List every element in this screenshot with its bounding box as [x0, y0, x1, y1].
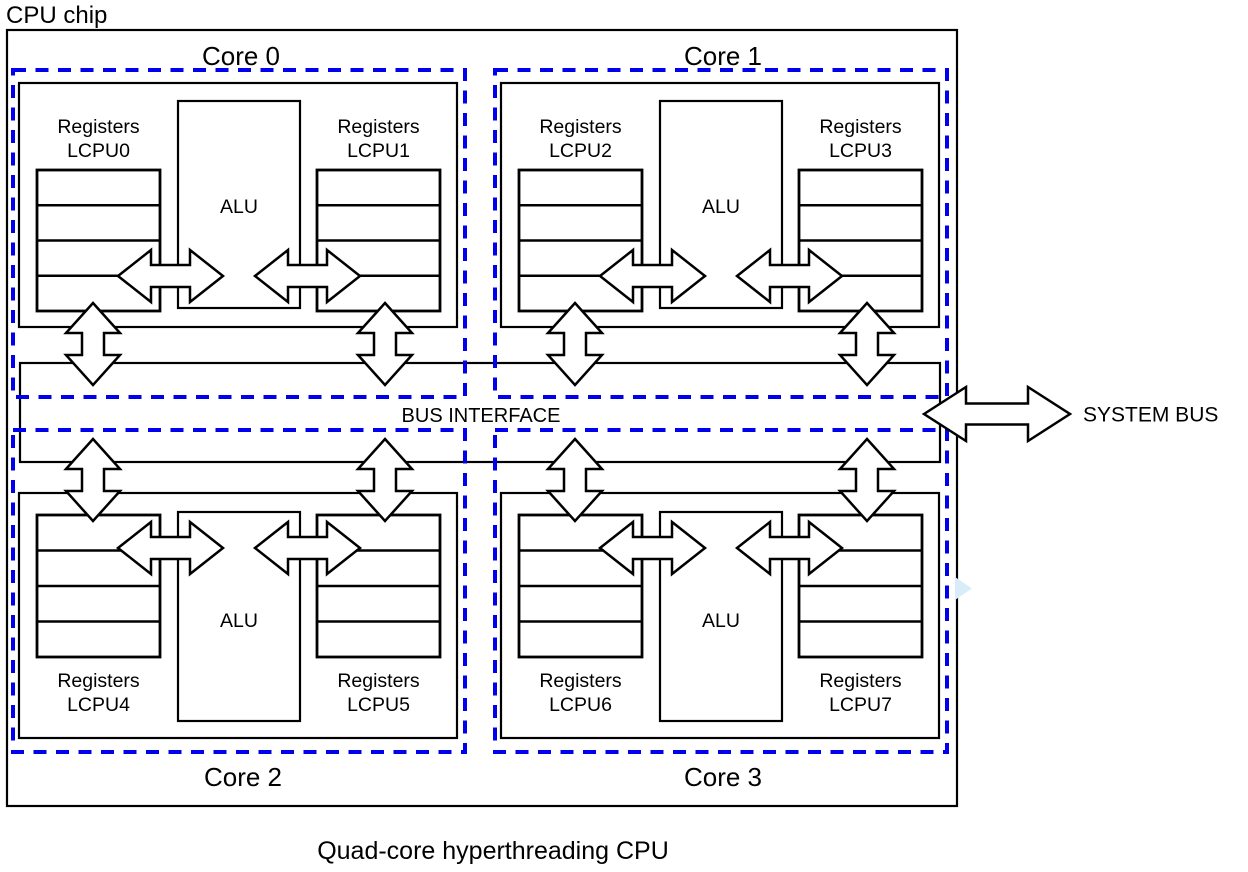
core-0-group: Registers LCPU0 Registers LCPU1 ALU	[17, 81, 459, 329]
core-2-left-register-name: LCPU4	[67, 694, 130, 716]
core-3-right-register-name: LCPU7	[829, 694, 892, 716]
core-0-right-register-name: LCPU1	[347, 140, 410, 162]
core-3-label: Core 3	[684, 762, 762, 792]
core-2-group: Registers LCPU4 Registers LCPU5 ALU	[17, 491, 459, 740]
core-3-bus-arrow-icon	[838, 437, 896, 523]
core-3-right-reg-alu-arrow-icon	[735, 520, 844, 576]
core-3-left-reg-alu-arrow-icon	[598, 520, 707, 576]
core-0-left-reg-alu-arrow-icon	[116, 248, 225, 304]
core-1-bus-arrow-icon	[838, 301, 896, 387]
core-3-right-register-title: Registers	[819, 670, 902, 692]
core-0-boundary	[11, 68, 467, 399]
core-3-alu-label: ALU	[702, 610, 740, 632]
core-3-boundary	[493, 428, 949, 754]
core-1-left-register-title: Registers	[539, 116, 622, 138]
core-2-right-register-title: Registers	[337, 670, 420, 692]
core-2-inner-box	[17, 491, 459, 740]
core-0-bus-arrow-icon	[356, 301, 414, 387]
core-2-bus-arrow-icon	[356, 437, 414, 523]
core-0-left-register-name: LCPU0	[67, 140, 130, 162]
core-1-label: Core 1	[684, 41, 762, 71]
core-2-alu-label: ALU	[220, 610, 258, 632]
core-1-right-register-title: Registers	[819, 116, 902, 138]
core-0-alu-box	[176, 99, 302, 310]
cpu-chip-label: CPU chip	[6, 2, 107, 29]
core-1-alu-label: ALU	[702, 196, 740, 218]
core-2-left-reg-alu-arrow-icon	[116, 520, 225, 576]
scroll-hint-icon	[955, 577, 972, 600]
core-3-inner-box	[499, 491, 941, 740]
core-1-inner-box	[499, 81, 941, 329]
core-1-left-reg-alu-arrow-icon	[598, 248, 707, 304]
core-2-right-reg-alu-arrow-icon	[253, 520, 362, 576]
core-0-label: Core 0	[202, 41, 280, 71]
core-2-right-register-name: LCPU5	[347, 694, 410, 716]
core-0-inner-box	[17, 81, 459, 329]
core-1-bus-arrow-icon	[546, 301, 604, 387]
diagram-caption: Quad-core hyperthreading CPU	[317, 837, 669, 865]
core-0-alu-label: ALU	[220, 196, 258, 218]
core-3-group: Registers LCPU6 Registers LCPU7 ALU	[499, 491, 941, 740]
bus-interface-label: BUS INTERFACE	[402, 405, 561, 427]
core-3-bus-arrow-icon	[546, 437, 604, 523]
core-1-right-reg-alu-arrow-icon	[735, 248, 844, 304]
core-3-alu-box	[658, 510, 784, 723]
system-bus-arrow-icon	[921, 384, 1073, 444]
core-3-left-register-name: LCPU6	[549, 694, 612, 716]
core-0-bus-arrow-icon	[64, 301, 122, 387]
core-2-label: Core 2	[204, 762, 282, 792]
core-1-group: Registers LCPU2 Registers LCPU3 ALU	[499, 81, 941, 329]
core-2-left-register-title: Registers	[57, 670, 140, 692]
core-0-left-register-title: Registers	[57, 116, 140, 138]
core-1-boundary	[493, 68, 949, 399]
core-2-alu-box	[176, 510, 302, 723]
core-1-right-register-name: LCPU3	[829, 140, 892, 162]
system-bus-label: SYSTEM BUS	[1083, 404, 1218, 427]
core-1-alu-box	[658, 99, 784, 310]
core-2-bus-arrow-icon	[64, 437, 122, 523]
core-0-right-register-title: Registers	[337, 116, 420, 138]
core-1-left-register-name: LCPU2	[549, 140, 612, 162]
core-3-left-register-title: Registers	[539, 670, 622, 692]
core-0-right-reg-alu-arrow-icon	[253, 248, 362, 304]
core-2-boundary	[11, 428, 467, 754]
